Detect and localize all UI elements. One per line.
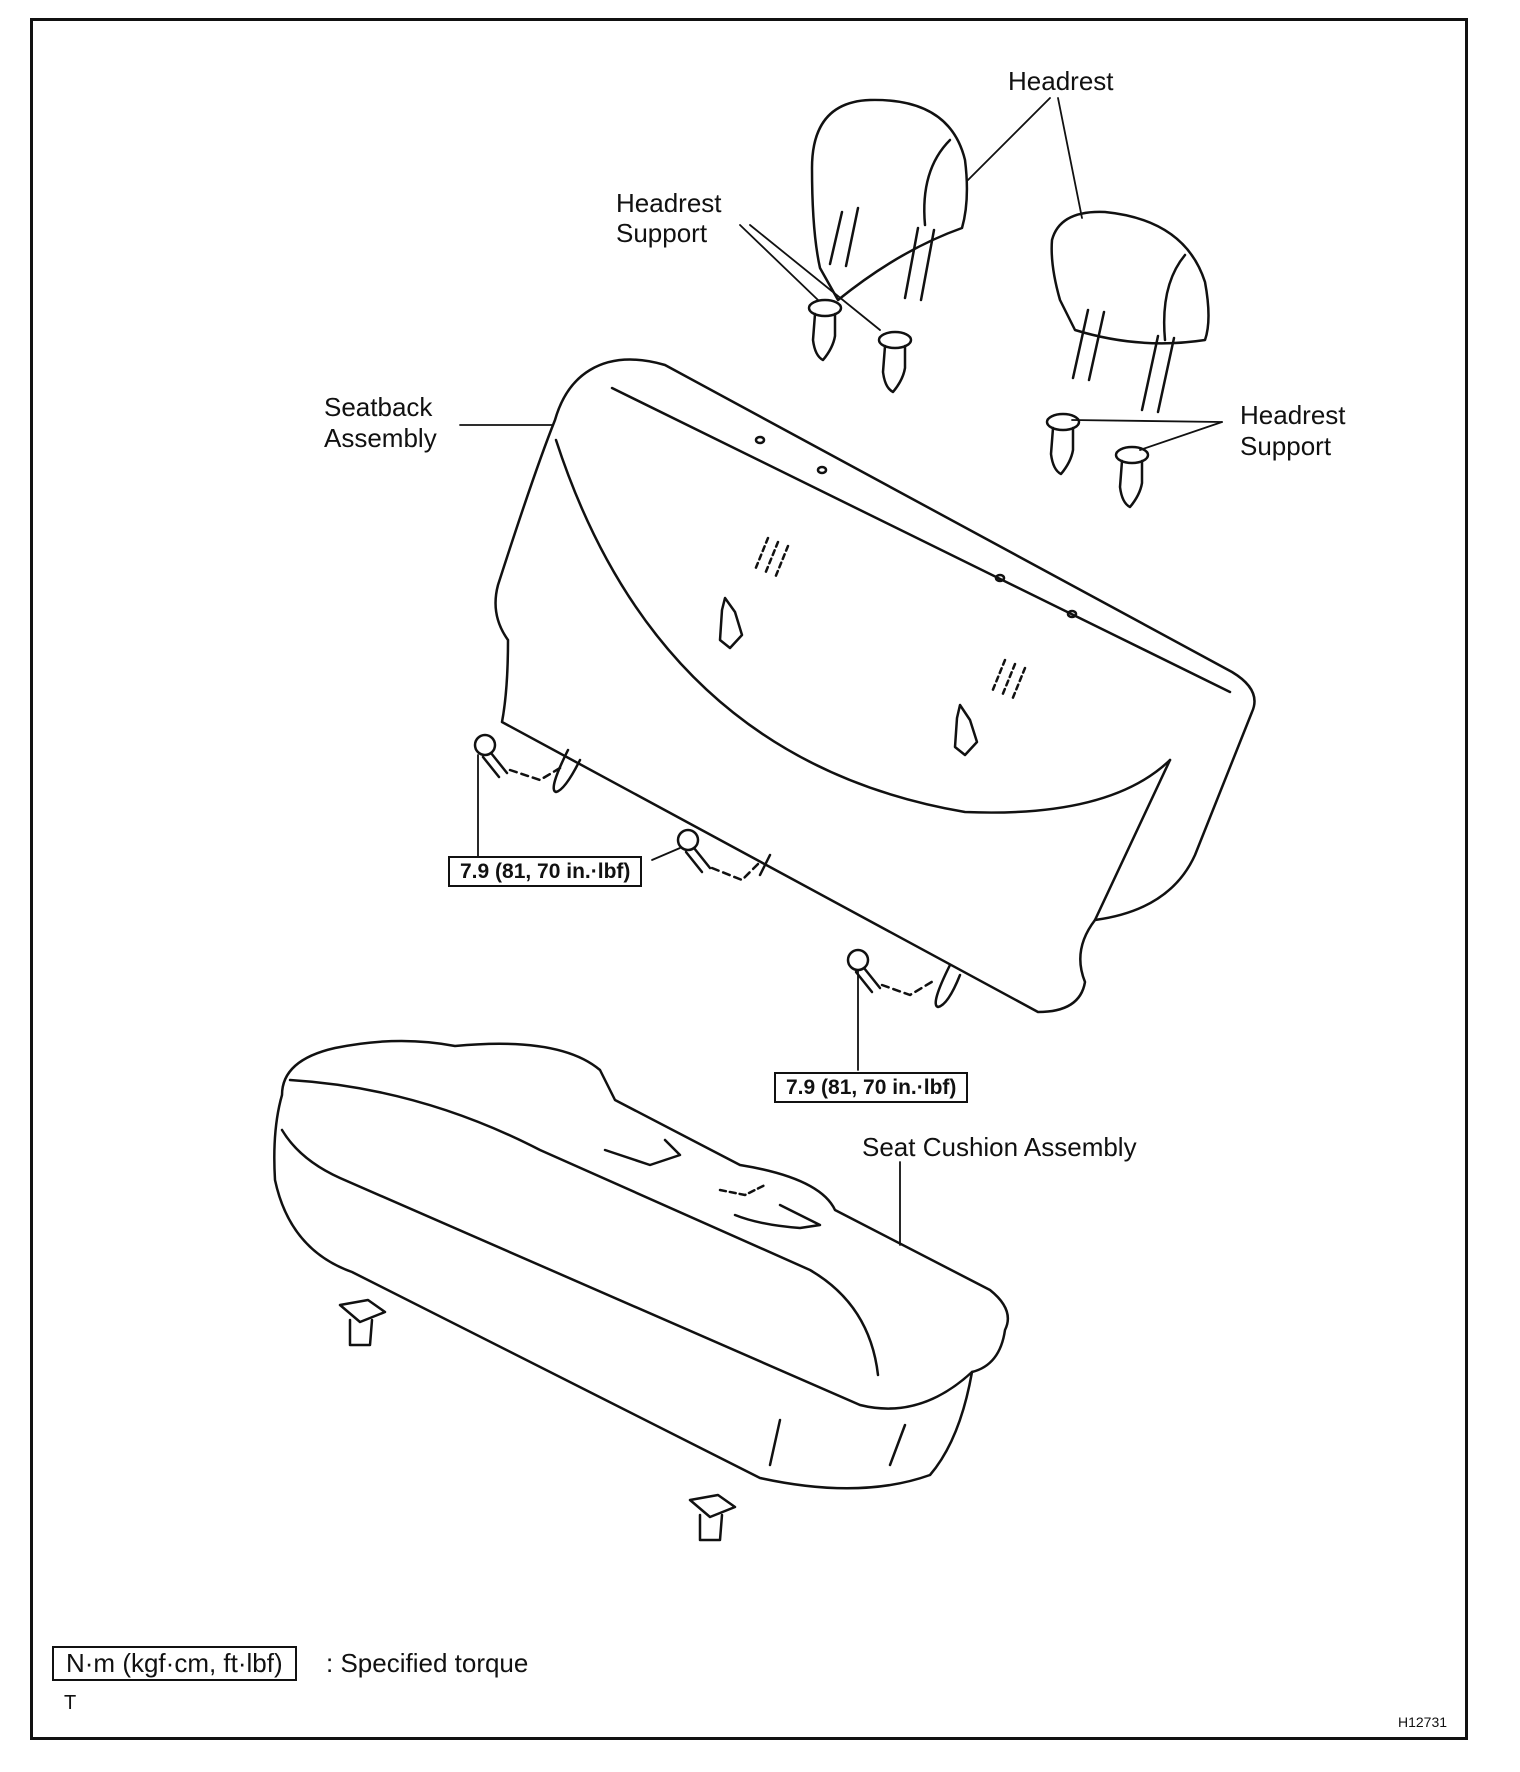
diagram-frame	[30, 18, 1468, 1740]
torque-spec-lower: 7.9 (81, 70 in.·lbf)	[774, 1072, 969, 1103]
bolts	[473, 733, 937, 997]
label-headrest-support-right-line2: Support	[1240, 431, 1332, 461]
label-seatback-line1: Seatback	[324, 392, 433, 422]
legend-unit-box: N·m (kgf·cm, ft·lbf)	[52, 1646, 297, 1681]
label-seatback-line2: Assembly	[324, 423, 437, 453]
label-headrest: Headrest	[1008, 66, 1114, 96]
label-seat-cushion-assembly: Seat Cushion Assembly	[862, 1132, 1137, 1162]
headrest-left	[810, 98, 969, 302]
seat-cushion-assembly	[273, 1039, 1010, 1542]
leader-lines	[459, 97, 1223, 1246]
torque-spec-upper: 7.9 (81, 70 in.·lbf)	[448, 856, 643, 887]
label-headrest-support-right-line1: Headrest	[1240, 400, 1346, 430]
legend-mark: T	[64, 1692, 77, 1714]
figure-id: H12731	[1398, 1714, 1448, 1730]
label-headrest-support-left-line2: Support	[616, 218, 708, 248]
legend-description: : Specified torque	[326, 1648, 529, 1678]
headrest-right	[1050, 210, 1210, 414]
seatback-assembly	[494, 358, 1256, 1014]
headrest-supports	[807, 298, 1150, 509]
label-headrest-support-left-line1: Headrest	[616, 188, 722, 218]
